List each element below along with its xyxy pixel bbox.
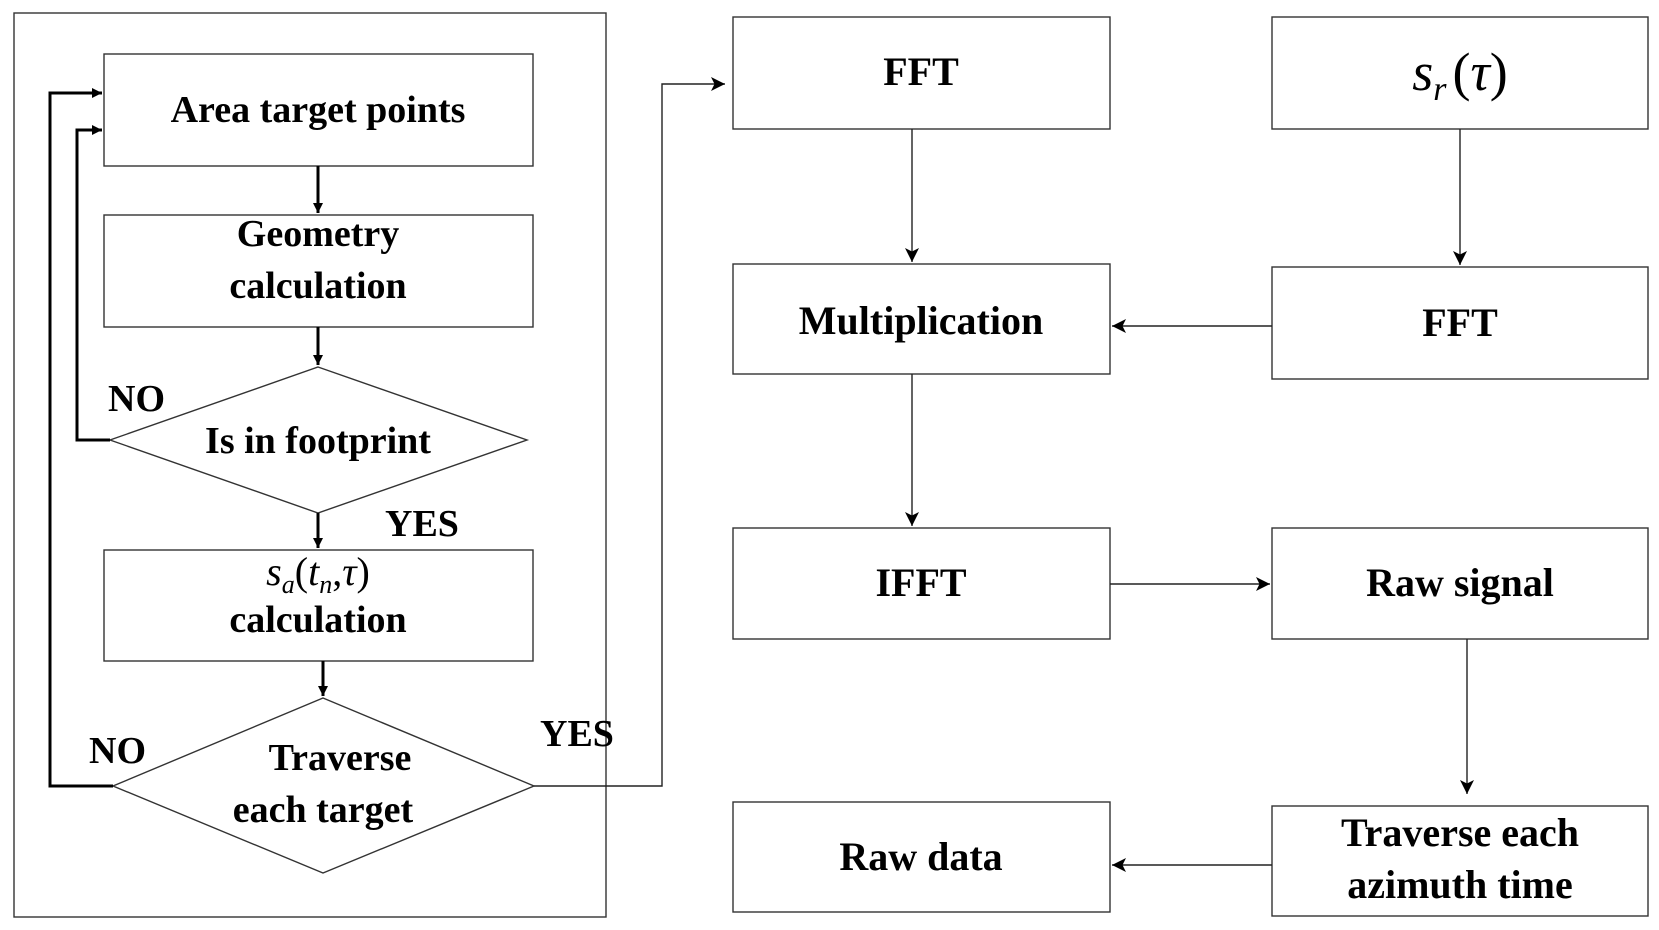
yes-label-traverse: YES	[540, 713, 614, 755]
fft-top-label: FFT	[883, 49, 959, 94]
traverse-azimuth-label-1: Traverse each	[1341, 810, 1579, 855]
raw-signal-box	[1271, 527, 1649, 640]
raw-signal-label: Raw signal	[1366, 560, 1554, 605]
left-group-frame	[13, 12, 607, 918]
multiplication-label: Multiplication	[799, 298, 1043, 343]
multiplication-box	[732, 263, 1111, 375]
fft-right-box	[1271, 266, 1649, 380]
geometry-calculation-label-2: calculation	[229, 265, 406, 307]
traverse-each-target-label-1: Traverse	[269, 737, 412, 779]
traverse-each-target-label-2: each target	[233, 789, 414, 831]
loop-footprint-no	[75, 125, 110, 442]
traverse-azimuth-box	[1271, 805, 1649, 917]
loop-traverse-no	[48, 88, 113, 788]
raw-data-label: Raw data	[839, 834, 1002, 879]
no-label-footprint: NO	[108, 378, 165, 420]
sa-calculation-label: calculation	[229, 599, 406, 641]
ifft-label: IFFT	[875, 560, 966, 605]
traverse-each-target-diamond	[111, 697, 536, 874]
sr-formula: sr(τ)	[1412, 42, 1508, 108]
yes-label-footprint: YES	[385, 503, 459, 545]
traverse-azimuth-label-2: azimuth time	[1347, 862, 1573, 907]
area-target-points-box	[103, 53, 534, 167]
arrow-traverse-to-fft	[534, 77, 725, 787]
sa-calculation-box	[103, 549, 534, 662]
geometry-calculation-box	[103, 214, 534, 328]
sa-formula: sa(tn,τ)	[266, 549, 370, 599]
ifft-box	[732, 527, 1111, 640]
geometry-calculation-label-1: Geometry	[237, 213, 399, 255]
area-target-points-label: Area target points	[171, 89, 466, 131]
raw-data-box	[732, 801, 1111, 913]
sr-box	[1271, 16, 1649, 130]
no-label-traverse: NO	[89, 730, 146, 772]
fft-top-box	[732, 16, 1111, 130]
fft-right-label: FFT	[1422, 300, 1498, 345]
is-in-footprint-label: Is in footprint	[205, 420, 431, 462]
